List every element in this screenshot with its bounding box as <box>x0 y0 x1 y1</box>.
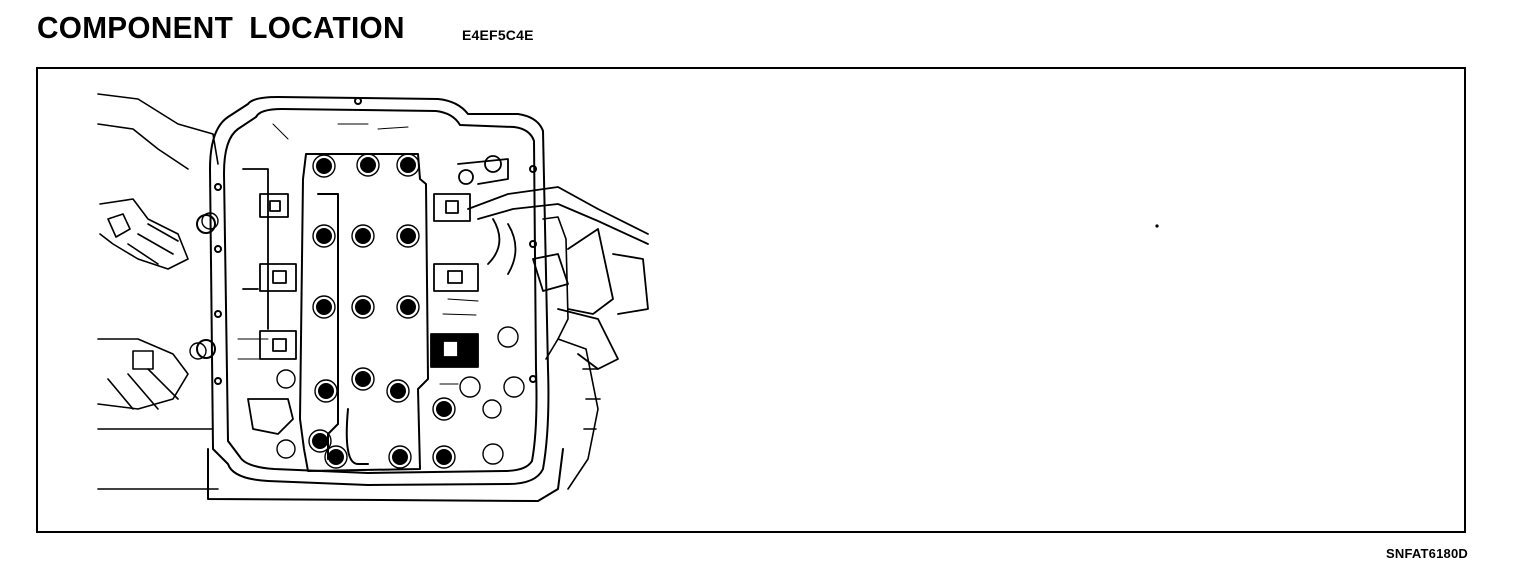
right-solenoids <box>430 155 649 370</box>
left-solenoids <box>242 168 297 435</box>
right-housing <box>542 216 601 490</box>
detail-marks <box>237 123 479 385</box>
figure-id: SNFAT6180D <box>1386 546 1468 561</box>
page-title: COMPONENT LOCATION <box>37 10 405 45</box>
valve-plate <box>299 153 429 472</box>
valve-body-illustration <box>97 93 1159 502</box>
section-code: E4EF5C4E <box>462 27 534 43</box>
stray-dot <box>1155 224 1159 228</box>
bolt-rings <box>189 153 525 469</box>
left-brackets <box>97 93 219 490</box>
housing-outline <box>196 96 564 502</box>
plate-bolts <box>312 157 452 465</box>
figure-frame <box>36 67 1466 533</box>
